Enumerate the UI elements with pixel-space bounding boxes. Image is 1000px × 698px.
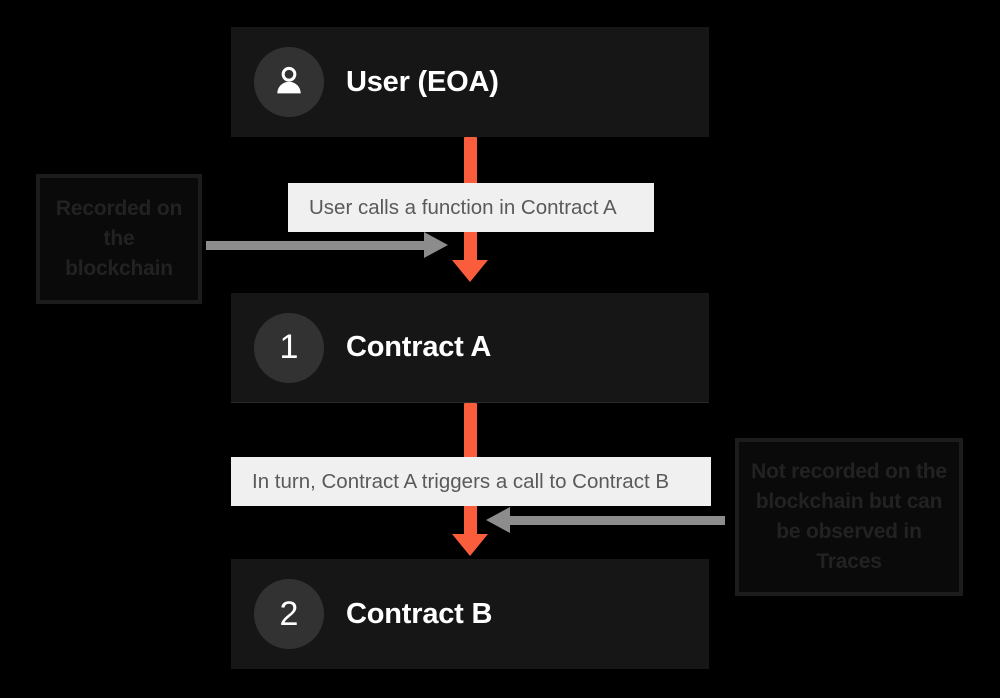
node-user-eoa[interactable]: User (EOA): [231, 27, 709, 137]
grey-arrow-right-shaft: [508, 516, 725, 525]
grey-arrow-left-shaft: [206, 241, 428, 250]
node-contract-a[interactable]: 1 Contract A: [231, 293, 709, 403]
annotation-not-recorded-observed-in-traces: Not recorded on the blockchain but can b…: [735, 438, 963, 596]
flow-arrowhead-into-contract-a: [452, 260, 488, 282]
step-number-badge-1: 1: [254, 312, 324, 383]
step-number-badge-2: 2: [254, 579, 324, 649]
flow-connector-a-to-b-lower: [464, 502, 477, 538]
flow-arrowhead-into-contract-b: [452, 534, 488, 556]
grey-arrow-right-head: [486, 507, 510, 533]
edge-label-contract-a-calls-contract-b: In turn, Contract A triggers a call to C…: [231, 457, 711, 506]
person-icon: [277, 66, 301, 94]
grey-arrow-left-head: [424, 232, 448, 258]
annotation-recorded-on-blockchain: Recorded on the blockchain: [36, 174, 202, 304]
flow-connector-user-to-a-lower: [464, 228, 477, 264]
edge-label-user-calls-contract-a: User calls a function in Contract A: [288, 183, 654, 232]
flow-connector-user-to-a-upper: [464, 137, 477, 187]
node-contract-b-label: Contract B: [346, 597, 493, 630]
flow-connector-a-to-b-upper: [464, 403, 477, 461]
node-user-eoa-label: User (EOA): [346, 65, 499, 98]
user-avatar-badge: [254, 47, 324, 117]
node-contract-b[interactable]: 2 Contract B: [231, 559, 709, 669]
node-contract-a-label: Contract A: [346, 331, 492, 363]
